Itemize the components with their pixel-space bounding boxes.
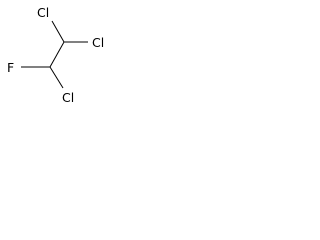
- atom-label-cl-top-right: Cl: [92, 35, 104, 50]
- bond-c2-cl-bottom: [49, 66, 64, 89]
- atom-label-cl-top-left: Cl: [37, 5, 49, 20]
- bond-c1-c2: [49, 41, 65, 68]
- structural-formula: Cl Cl F Cl: [7, 5, 104, 105]
- atom-label-cl-bottom: Cl: [62, 90, 74, 105]
- bond-c1-cl-top-left: [51, 20, 65, 43]
- atom-label-f: F: [7, 60, 14, 75]
